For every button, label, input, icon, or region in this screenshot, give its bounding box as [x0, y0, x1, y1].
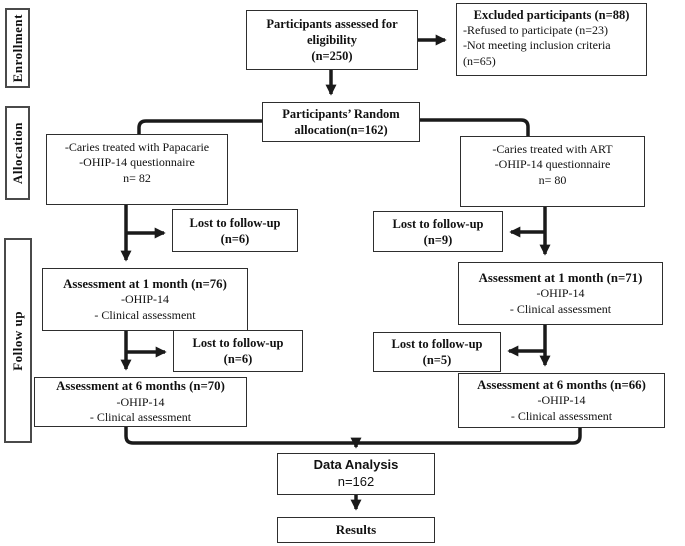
eligibility-n: (n=250) [311, 49, 353, 63]
assessment-1month-left-clinical: - Clinical assessment [94, 307, 196, 322]
assessment-6months-right-ohip: -OHIP-14 [537, 393, 586, 408]
group-papacarie-line1: -Caries treated with Papacarie [64, 140, 210, 154]
eligibility-box: Participants assessed for eligibility (n… [246, 10, 418, 70]
assessment-1month-right-ohip: -OHIP-14 [536, 286, 585, 301]
randomization-box: Participants’ Random allocation(n=162) [262, 102, 420, 142]
data-analysis-n: n=162 [337, 474, 375, 489]
group-art-n: n= 80 [538, 172, 567, 187]
assessment-1month-left-box: Assessment at 1 month (n=76) -OHIP-14 - … [42, 268, 248, 331]
assessment-1month-right-clinical: - Clinical assessment [509, 301, 612, 316]
stage-box-enrollment: Enrollment [5, 8, 30, 88]
lost-followup-2-left-n: (n=6) [223, 352, 253, 366]
lost-followup-1-right-title: Lost to follow-up [392, 216, 484, 231]
assessment-1month-left-ohip: -OHIP-14 [121, 292, 169, 307]
eligibility-title-line2: eligibility [307, 33, 357, 47]
stage-box-followup: Follow up [4, 238, 32, 443]
lost-followup-1-right-box: Lost to follow-up (n=9) [373, 211, 503, 252]
connector-randomization-to-group-right [420, 118, 530, 136]
group-papacarie-line2: -OHIP-14 questionnaire [79, 155, 195, 170]
lost-followup-1-right-n: (n=9) [423, 232, 453, 247]
stage-label-followup: Follow up [10, 310, 25, 371]
lost-followup-2-right-box: Lost to follow-up (n=5) [373, 332, 501, 372]
lost-followup-2-left-box: Lost to follow-up (n=6) [173, 330, 303, 372]
lost-followup-1-left-box: Lost to follow-up (n=6) [172, 209, 298, 252]
group-art-line1: -Caries treated with ART [492, 142, 613, 156]
randomization-line2: allocation(n=162) [294, 123, 388, 137]
lost-followup-1-left-n: (n=6) [220, 231, 250, 246]
stage-label-allocation: Allocation [9, 121, 25, 185]
excluded-item-refused: -Refused to participate (n=23) [463, 23, 609, 37]
assessment-6months-left-box: Assessment at 6 months (n=70) -OHIP-14 -… [34, 377, 247, 427]
assessment-6months-left-title: Assessment at 6 months (n=70) [56, 379, 225, 394]
excluded-item-criteria: -Not meeting inclusion criteria (n=65) [463, 38, 611, 68]
lost-followup-2-left-title: Lost to follow-up [192, 336, 284, 350]
excluded-box: Excluded participants (n=88) -Refused to… [456, 3, 647, 76]
results-title: Results [335, 521, 377, 537]
connector-randomization-to-group-left [137, 119, 262, 134]
assessment-6months-right-box: Assessment at 6 months (n=66) -OHIP-14 -… [458, 373, 665, 428]
assessment-1month-right-box: Assessment at 1 month (n=71) -OHIP-14 - … [458, 262, 663, 325]
connector-merge-to-data-analysis [124, 427, 582, 445]
lost-followup-2-right-n: (n=5) [422, 353, 452, 367]
results-box: Results [277, 517, 435, 543]
stage-box-allocation: Allocation [5, 106, 30, 200]
group-papacarie-box: -Caries treated with Papacarie -OHIP-14 … [46, 134, 228, 205]
excluded-title: Excluded participants (n=88) [473, 8, 630, 22]
randomization-line1: Participants’ Random [282, 107, 400, 121]
lost-followup-1-left-title: Lost to follow-up [189, 215, 281, 230]
group-art-line2: -OHIP-14 questionnaire [494, 157, 611, 172]
assessment-6months-right-clinical: - Clinical assessment [510, 408, 613, 423]
assessment-1month-right-title: Assessment at 1 month (n=71) [478, 270, 643, 285]
group-art-box: -Caries treated with ART -OHIP-14 questi… [460, 136, 645, 207]
data-analysis-title: Data Analysis [313, 457, 399, 473]
assessment-1month-left-title: Assessment at 1 month (n=76) [63, 276, 227, 291]
assessment-6months-right-title: Assessment at 6 months (n=66) [477, 377, 646, 392]
assessment-6months-left-ohip: -OHIP-14 [116, 394, 165, 409]
assessment-6months-left-clinical: - Clinical assessment [89, 410, 192, 425]
stage-label-enrollment: Enrollment [9, 13, 25, 83]
lost-followup-2-right-title: Lost to follow-up [391, 337, 483, 351]
group-papacarie-n: n= 82 [123, 170, 151, 185]
eligibility-title-line1: Participants assessed for [266, 17, 398, 31]
data-analysis-box: Data Analysis n=162 [277, 453, 435, 495]
